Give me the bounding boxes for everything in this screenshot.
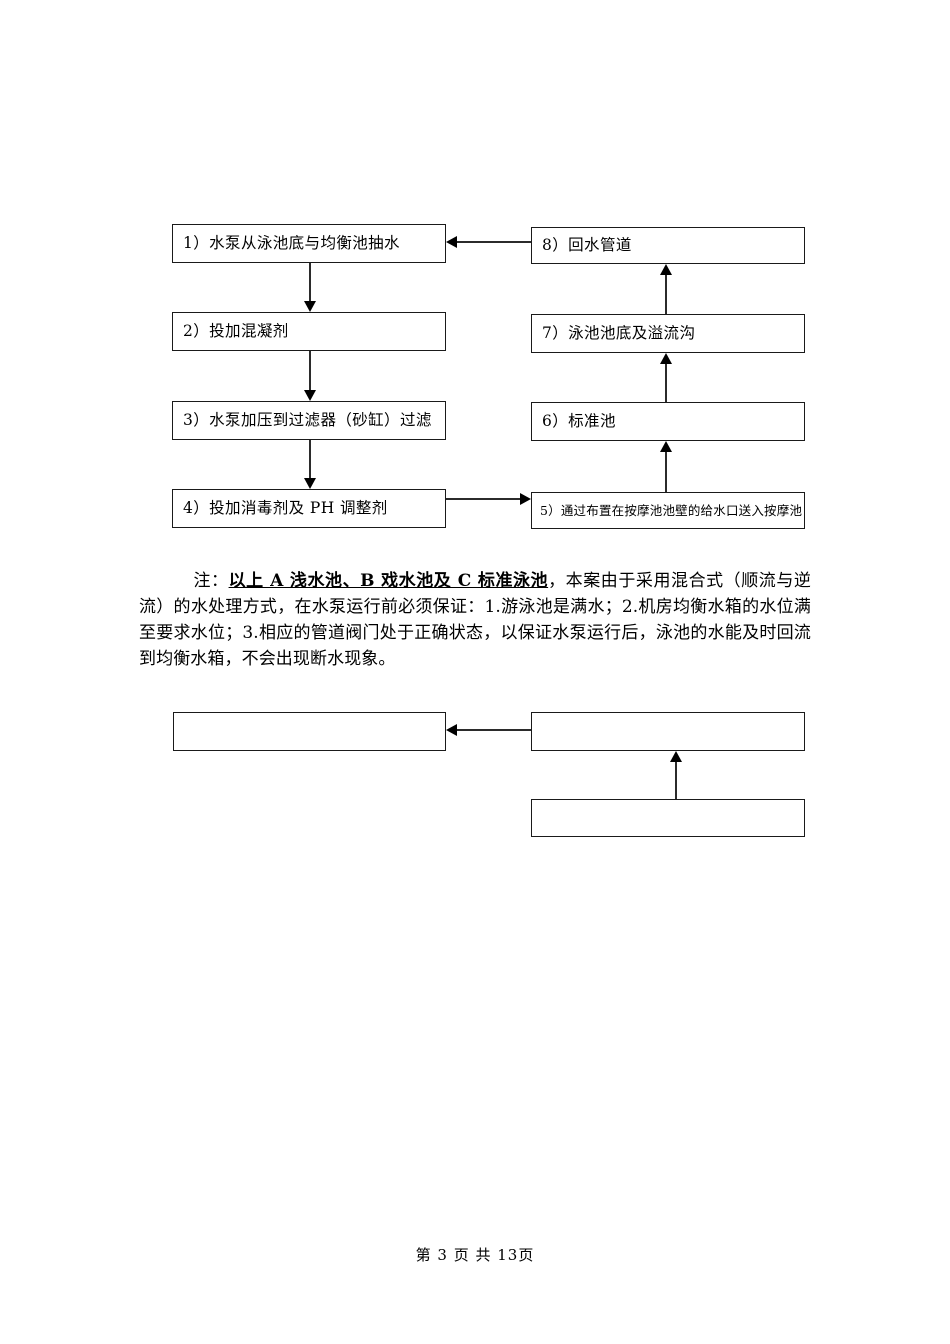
flow-box-2[interactable]: 2）投加混凝剂 [172,312,446,351]
note-underlined-text: 以上 A 浅水池、B 戏水池及 C 标准泳池 [228,571,549,591]
flow-box-3-label: 3）水泵加压到过滤器（砂缸）过滤 [183,410,432,429]
flow-box-5-label: 5）通过布置在按摩池池壁的给水口送入按摩池 [540,502,803,518]
page-footer: 第 3 页 共 13页 [415,1246,535,1264]
flow-box-7-label: 7）泳池池底及溢流沟 [542,323,696,342]
empty-box-right-top[interactable] [531,712,805,751]
flow-box-4-label: 4）投加消毒剂及 PH 调整剂 [183,498,388,517]
arrow-shaft [309,440,311,478]
arrow-head-down-icon [304,478,316,489]
arrow-shaft [675,759,677,799]
flow-box-8[interactable]: 8）回水管道 [531,227,805,264]
arrow-shaft [665,272,667,314]
arrow-shaft [309,263,311,301]
note-body-text: ，本案由于采用混合式（顺流与逆流）的水处理方式，在水泵运行前必须保证：1.游泳池… [139,571,812,669]
arrow-head-up-icon [660,441,672,452]
arrow-head-down-icon [304,301,316,312]
empty-box-left[interactable] [173,712,446,751]
arrow-head-up-icon [670,751,682,762]
arrow-head-right-icon [520,493,531,505]
arrow-head-left-icon [446,236,457,248]
flow-box-6[interactable]: 6）标准池 [531,402,805,441]
flow-box-8-label: 8）回水管道 [542,235,632,254]
empty-box-right-bottom[interactable] [531,799,805,837]
note-paragraph: 注：以上 A 浅水池、B 戏水池及 C 标准泳池，本案由于采用混合式（顺流与逆流… [139,568,811,672]
arrow-shaft [455,241,531,243]
flow-box-4[interactable]: 4）投加消毒剂及 PH 调整剂 [172,489,446,528]
flow-box-7[interactable]: 7）泳池池底及溢流沟 [531,314,805,353]
arrow-head-up-icon [660,264,672,275]
arrow-head-left-icon [446,724,457,736]
flow-box-1-label: 1）水泵从泳池底与均衡池抽水 [183,233,400,252]
flow-box-2-label: 2）投加混凝剂 [183,321,289,340]
flow-box-1[interactable]: 1）水泵从泳池底与均衡池抽水 [172,224,446,263]
arrow-shaft [665,449,667,492]
arrow-shaft [665,361,667,402]
flow-box-6-label: 6）标准池 [542,411,616,430]
note-prefix: 注： [193,571,229,591]
arrow-head-up-icon [660,353,672,364]
arrow-shaft [309,351,311,390]
flow-box-5[interactable]: 5）通过布置在按摩池池壁的给水口送入按摩池 [531,492,805,529]
flow-box-3[interactable]: 3）水泵加压到过滤器（砂缸）过滤 [172,401,446,440]
arrow-shaft [446,498,522,500]
arrow-head-down-icon [304,390,316,401]
arrow-shaft [455,729,531,731]
